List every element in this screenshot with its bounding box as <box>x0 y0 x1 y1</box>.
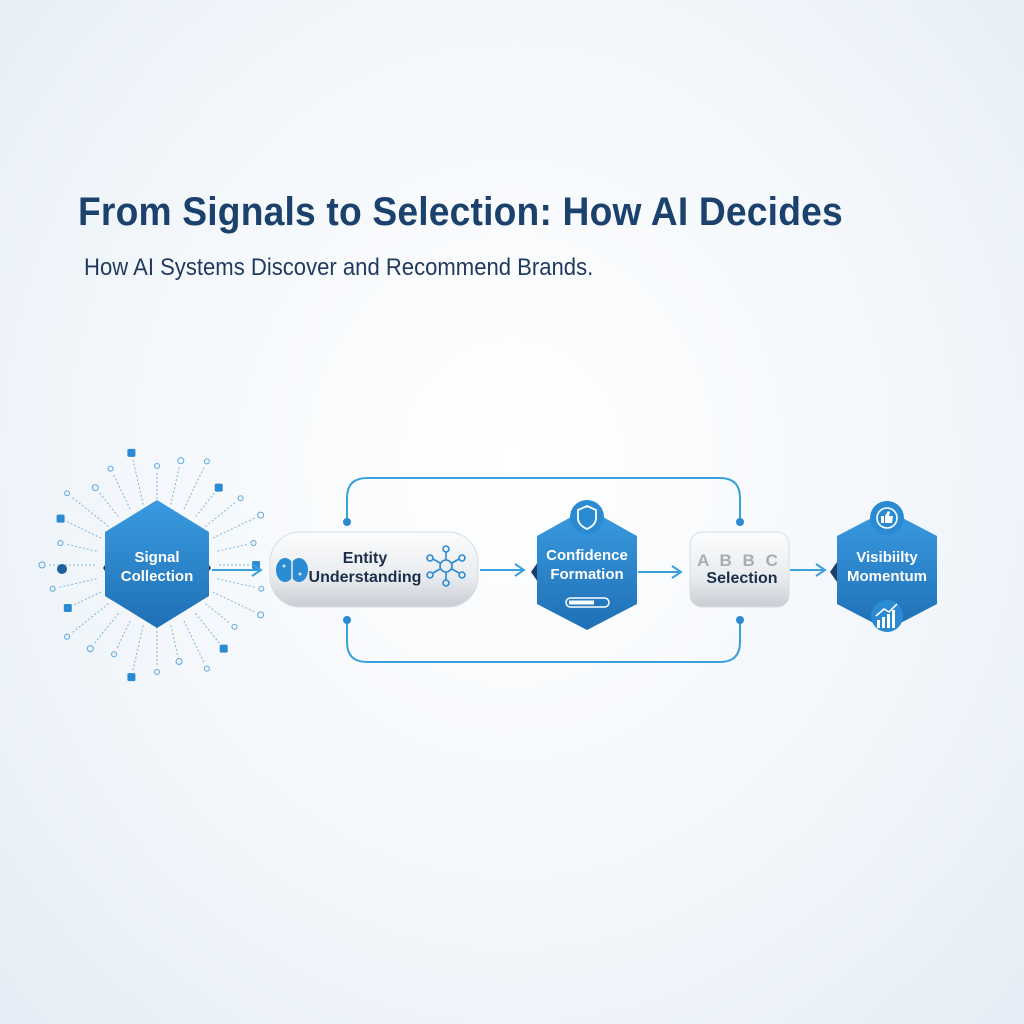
signal-node-icon <box>257 511 265 519</box>
signal-node-icon <box>250 539 257 546</box>
signal-node-icon <box>257 611 265 619</box>
signal-ray <box>113 474 131 510</box>
signal-rays <box>38 448 265 682</box>
signal-ray <box>132 625 144 671</box>
signal-source-icon <box>252 561 260 569</box>
signal-source-icon <box>56 514 65 523</box>
signal-ray <box>195 613 220 644</box>
signal-source-icon <box>127 448 136 457</box>
signal-ray <box>59 578 97 588</box>
signal-ray <box>217 544 247 552</box>
step-4-label: Selection <box>706 570 777 587</box>
signal-node-icon <box>175 658 183 666</box>
signal-ray <box>217 578 255 588</box>
signal-node-icon <box>57 539 64 546</box>
signal-node-icon <box>64 633 71 640</box>
confidence-progress-bar <box>565 597 610 608</box>
signal-node-icon <box>38 561 46 569</box>
signal-ray <box>116 620 131 649</box>
signal-ray <box>212 517 255 539</box>
step-5-label-line2: Momentum <box>847 568 927 585</box>
signal-node-icon <box>203 665 210 672</box>
signal-node-icon <box>49 585 56 592</box>
signal-source-icon <box>219 644 228 653</box>
signal-dot-icon <box>57 564 67 574</box>
signal-source-icon <box>63 603 72 612</box>
signal-node-icon <box>154 463 160 469</box>
network-node-icon <box>426 545 466 587</box>
step-3-label-line1: Confidence <box>546 547 628 564</box>
signal-node-icon <box>91 484 99 492</box>
signal-node-icon <box>237 495 244 502</box>
step-2-label-line2: Understanding <box>309 569 422 586</box>
signal-ray <box>72 603 109 633</box>
step-confidence-formation: Confidence Formation <box>531 500 637 630</box>
signal-ray <box>183 467 205 510</box>
step-1-label-line2: Collection <box>121 568 194 585</box>
shield-icon <box>577 505 597 530</box>
signal-ray <box>73 591 102 606</box>
step-signal-collection: Signal Collection <box>103 500 211 628</box>
signal-ray <box>72 497 109 527</box>
brain-icon <box>276 558 308 582</box>
signal-ray <box>132 459 144 505</box>
signal-source-icon <box>214 483 223 492</box>
signal-node-icon <box>107 465 114 472</box>
step-1-label-line1: Signal <box>134 549 179 566</box>
step-2-label-line1: Entity <box>343 550 388 567</box>
signal-node-icon <box>258 585 265 592</box>
signal-node-icon <box>154 669 160 675</box>
thumbs-up-icon <box>876 507 898 529</box>
page-title: From Signals to Selection: How AI Decide… <box>78 190 843 234</box>
page-subtitle: How AI Systems Discover and Recommend Br… <box>84 254 594 281</box>
signal-ray <box>205 603 230 623</box>
signal-ray <box>170 625 178 655</box>
feedback-loop-bottom <box>343 616 744 663</box>
signal-ray <box>99 492 119 517</box>
signal-node-icon <box>64 490 71 497</box>
signal-node-icon <box>231 623 238 630</box>
signal-ray <box>195 492 215 517</box>
growth-chart-icon <box>875 603 898 628</box>
step-visibility-momentum: Visibiilty Momentum <box>830 501 937 632</box>
signal-node-icon <box>177 457 185 465</box>
step-selection: A B B C Selection <box>689 531 790 608</box>
abc-letters-icon: A B B C <box>697 551 781 570</box>
feedback-loop-top <box>343 477 744 526</box>
signal-ray <box>212 591 255 613</box>
signal-ray <box>66 521 102 539</box>
signal-node-icon <box>111 651 118 658</box>
step-entity-understanding: Entity Understanding <box>269 531 479 608</box>
step-3-label-line2: Formation <box>550 566 623 583</box>
signal-source-icon <box>127 673 136 682</box>
signal-ray <box>67 544 97 552</box>
signal-ray <box>183 620 205 663</box>
step-5-label-line1: Visibiilty <box>856 549 918 566</box>
signal-ray <box>170 467 180 505</box>
signal-node-icon <box>86 645 94 653</box>
signal-ray <box>94 613 119 644</box>
signal-ray <box>205 502 236 527</box>
signal-node-icon <box>203 458 210 465</box>
